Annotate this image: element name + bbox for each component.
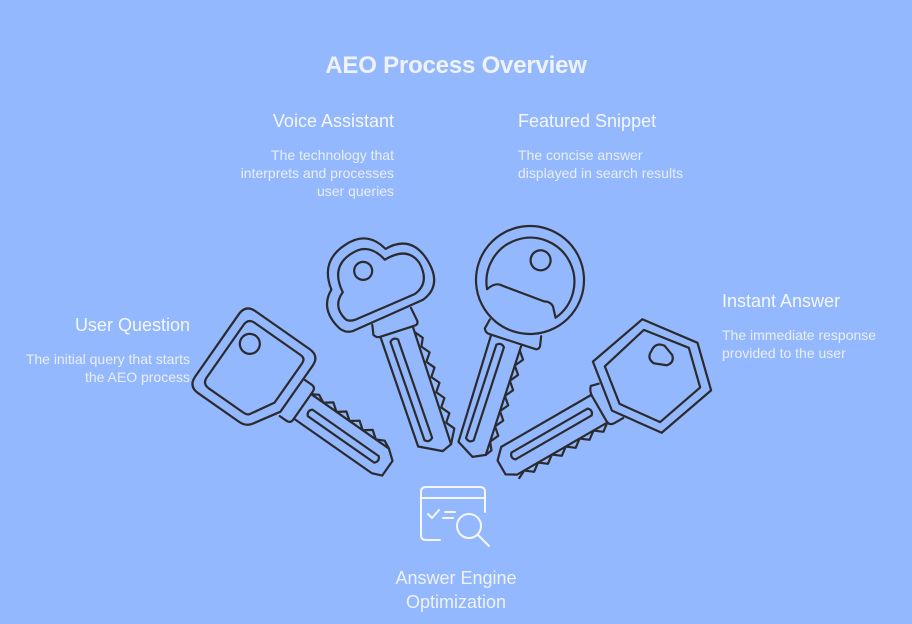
label-voice-assistant: Voice Assistant The technology that inte… bbox=[214, 110, 394, 200]
instant-answer-heading: Instant Answer bbox=[722, 291, 841, 311]
diagram-title: AEO Process Overview bbox=[325, 52, 587, 79]
featured-snippet-heading: Featured Snippet bbox=[518, 111, 657, 131]
label-user-question: User Question The initial query that sta… bbox=[20, 314, 190, 386]
user-question-description: The initial query that starts the AEO pr… bbox=[25, 351, 190, 385]
label-instant-answer: Instant Answer The immediate response pr… bbox=[722, 290, 902, 362]
square-key-icon bbox=[191, 307, 394, 477]
round-key-icon bbox=[457, 224, 586, 458]
user-question-heading: User Question bbox=[74, 315, 190, 335]
instant-answer-description: The immediate response provided to the u… bbox=[722, 327, 877, 361]
center-label: Answer Engine Optimization bbox=[395, 568, 517, 612]
voice-assistant-heading: Voice Assistant bbox=[272, 111, 394, 131]
label-featured-snippet: Featured Snippet The concise answer disp… bbox=[518, 110, 698, 182]
search-checklist-icon bbox=[420, 486, 490, 547]
featured-snippet-description: The concise answer displayed in search r… bbox=[518, 147, 683, 181]
cloud-key-icon bbox=[325, 237, 456, 453]
voice-assistant-description: The technology that interprets and proce… bbox=[240, 147, 394, 199]
hexagon-key-icon bbox=[496, 318, 713, 480]
